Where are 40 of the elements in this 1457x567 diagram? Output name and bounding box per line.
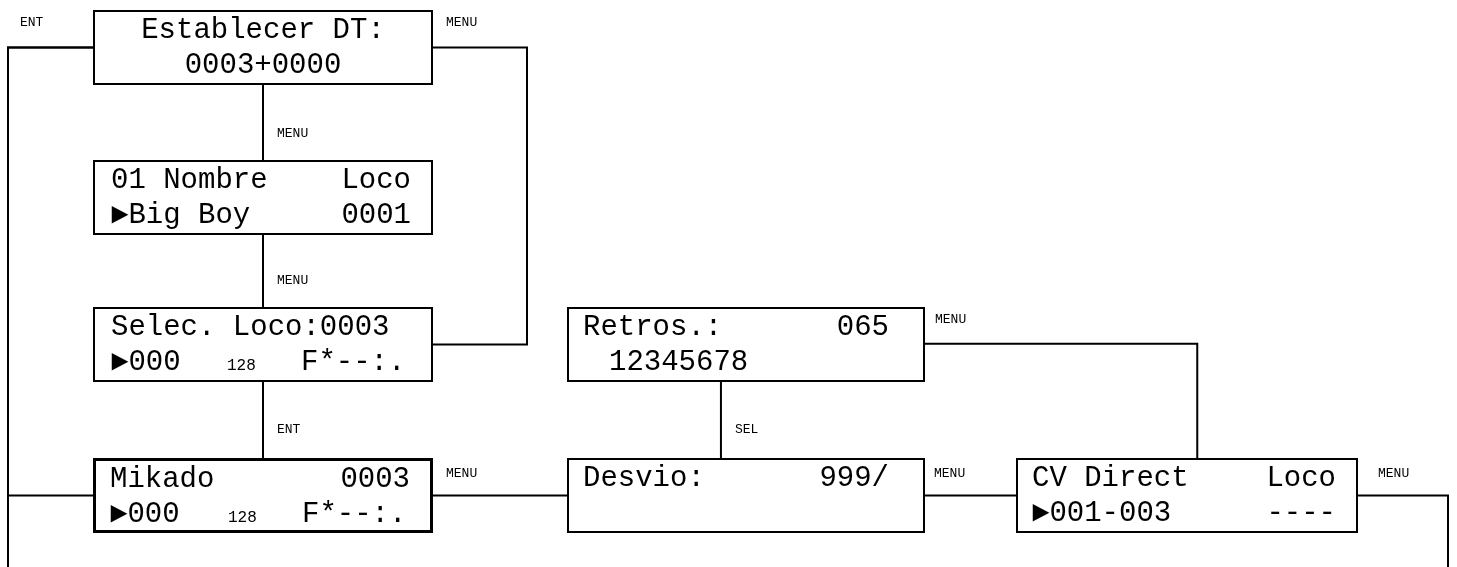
screen-text: 0003 xyxy=(340,464,410,496)
lcd-screen xyxy=(93,458,433,533)
connector-line xyxy=(262,234,264,308)
lcd-screen xyxy=(567,307,925,382)
connector-line xyxy=(924,342,1199,459)
screen-text: 128 xyxy=(227,357,256,375)
screen-text: CV Direct xyxy=(1032,463,1189,495)
screen-text: 01 Nombre xyxy=(111,165,268,197)
screen-text: F*--:. xyxy=(301,347,406,379)
screen-text: ---- xyxy=(1266,498,1336,530)
connector-line xyxy=(262,381,264,459)
screen-text: 065 xyxy=(836,312,889,344)
screen-text: ►000 xyxy=(110,499,180,531)
screen-text: F*--:. xyxy=(302,499,407,531)
screen-text: ►Big Boy xyxy=(111,200,251,232)
screen-text: 128 xyxy=(228,509,257,527)
screen-text: Loco xyxy=(341,165,411,197)
screen-text: Loco xyxy=(1266,463,1336,495)
lcd-screen xyxy=(93,307,433,382)
screen-text: ►000 xyxy=(111,347,181,379)
screen-text: 0003+0000 xyxy=(183,50,343,82)
screen-text: Desvio: xyxy=(583,463,705,495)
screen-text: 0001 xyxy=(341,200,411,232)
screen-text: 999/ xyxy=(819,463,889,495)
screen-text: Selec. Loco:0003 xyxy=(111,312,390,344)
lcd-screen xyxy=(1016,458,1358,533)
lcd-screen xyxy=(93,10,433,85)
screen-text: Mikado xyxy=(110,464,215,496)
screen-text: 12345678 xyxy=(609,347,749,379)
screen-text: Retros.: xyxy=(583,312,723,344)
connector-line xyxy=(262,84,264,161)
screen-text: ►001-003 xyxy=(1032,498,1172,530)
lcd-screen xyxy=(567,458,925,533)
connector-line xyxy=(432,494,568,497)
screen-text: Establecer DT: xyxy=(140,15,386,47)
connector-line xyxy=(924,494,1017,497)
connector-line xyxy=(719,381,722,459)
connector-line xyxy=(432,46,528,346)
connector-line xyxy=(1357,494,1449,567)
lcd-screen xyxy=(93,160,433,235)
